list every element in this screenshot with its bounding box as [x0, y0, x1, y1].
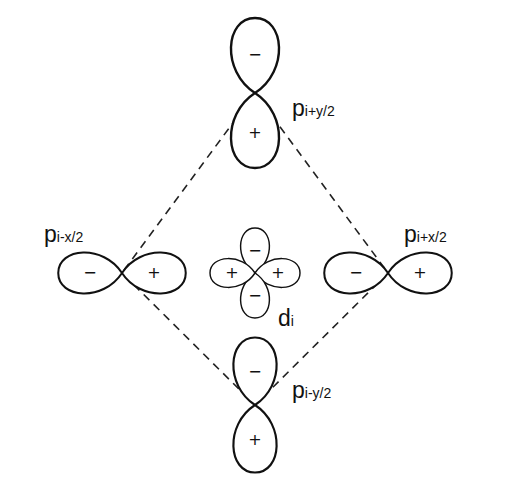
orbital-label: pi+x/2 — [402, 222, 449, 247]
phase-sign: + — [225, 265, 238, 281]
phase-sign: + — [271, 265, 284, 281]
p-orbital-bottom — [233, 338, 276, 473]
orbital-label: pi-x/2 — [42, 222, 85, 247]
phase-sign: − — [248, 47, 261, 63]
phase-sign: − — [248, 288, 261, 304]
orbital-label: pi+y/2 — [290, 96, 337, 121]
phase-sign: + — [248, 432, 261, 448]
phase-sign: − — [248, 243, 261, 259]
p-orbital-right — [324, 253, 452, 294]
phase-sign: − — [83, 265, 96, 281]
orbital-label: di — [276, 306, 296, 331]
phase-sign: + — [248, 125, 261, 141]
phase-sign: + — [147, 265, 160, 281]
phase-sign: − — [349, 265, 362, 281]
p-orbital-left — [58, 253, 186, 294]
dashed-plaquette — [122, 93, 388, 405]
phase-sign: + — [413, 265, 426, 281]
p-orbital-top — [231, 18, 279, 168]
orbital-label: pi-y/2 — [290, 378, 333, 403]
phase-sign: − — [248, 364, 261, 380]
